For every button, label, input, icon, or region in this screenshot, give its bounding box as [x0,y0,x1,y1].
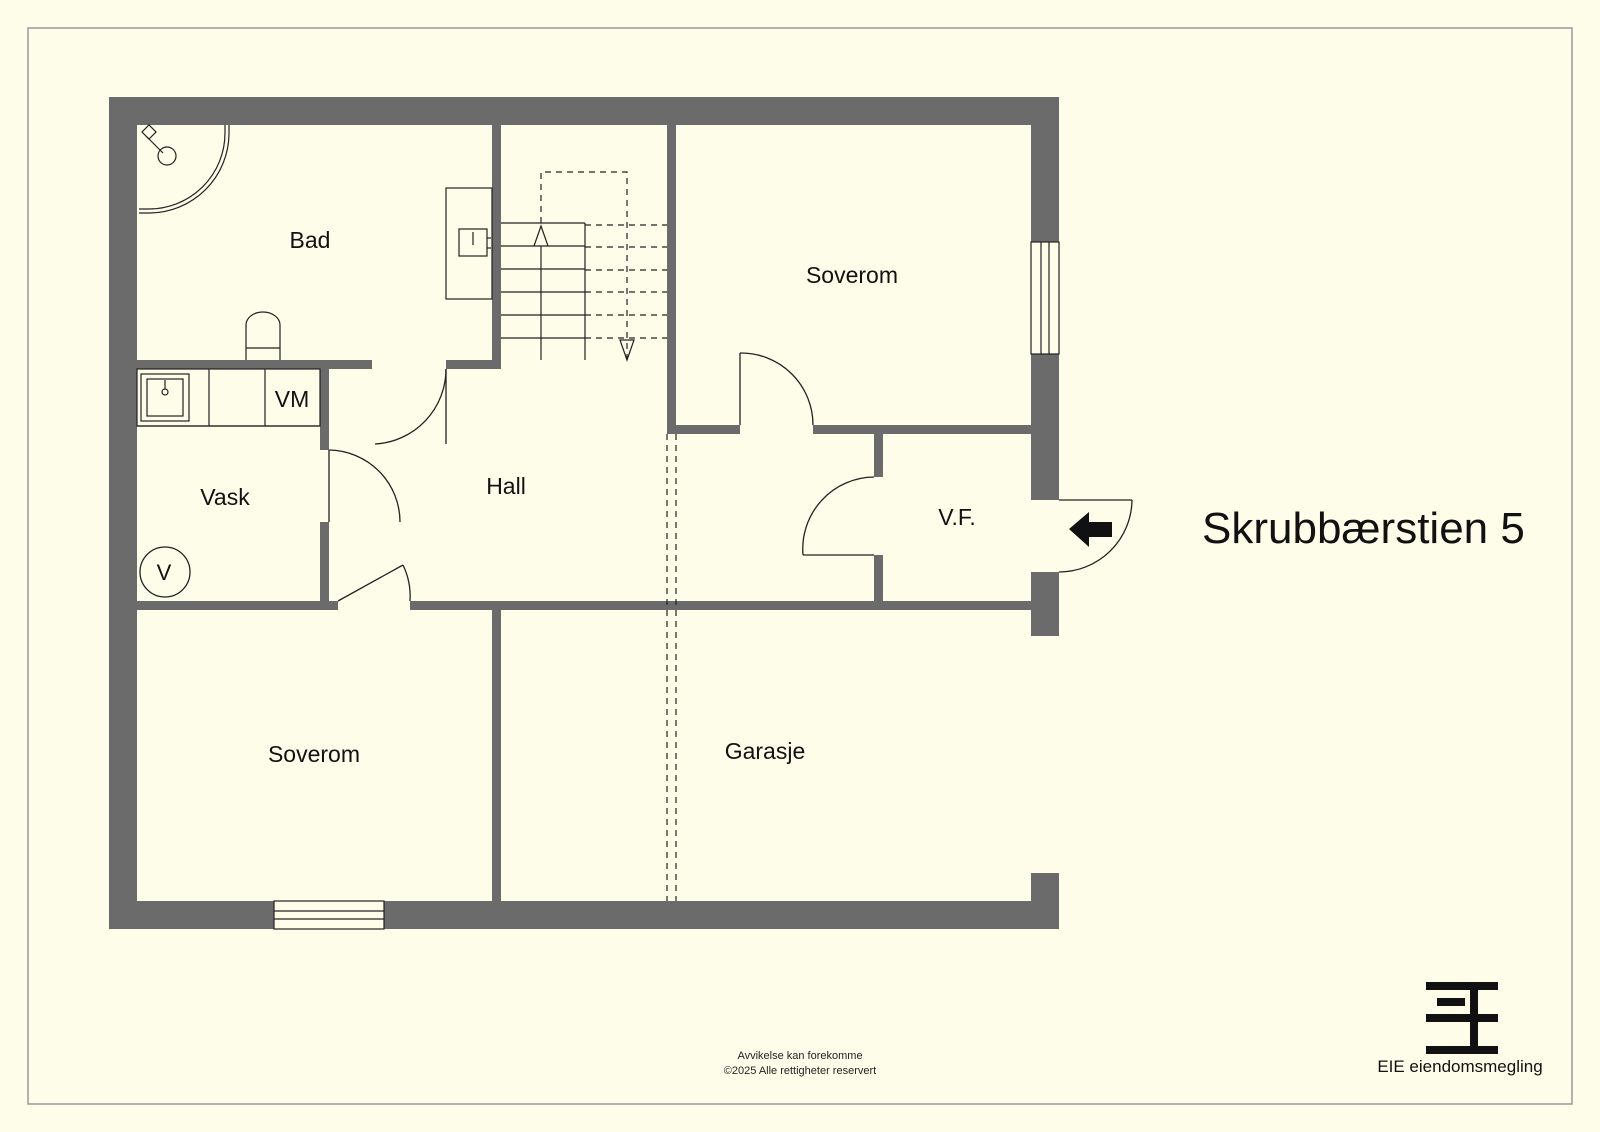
room-label-vf: V.F. [938,504,976,530]
page-frame [27,27,1573,1105]
brand-name: EIE eiendomsmegling [1377,1057,1543,1076]
window-right [1030,241,1060,355]
room-label-bad: Bad [290,227,331,253]
toilet [245,311,281,360]
room-label-garasje: Garasje [725,738,806,764]
room-label-vm: VM [275,386,310,412]
room-label-vask: Vask [200,484,250,510]
bathroom-sink [445,187,493,300]
staircase-upper-dashed [540,171,677,901]
eie-logo-icon [1426,982,1498,1054]
interior-walls [137,125,1031,901]
entrance-door[interactable] [1058,499,1133,573]
window-bottom [273,900,385,930]
outer-walls [109,97,1059,929]
stairs-down-arrow-icon [619,339,635,362]
room-label-soverom-bottom: Soverom [268,741,360,767]
disclaimer-line-2: ©2025 Alle rettigheter reservert [723,1065,877,1077]
water-heater-icon [139,546,191,598]
room-label-v: V [157,560,172,585]
disclaimer-line-1: Avvikelse kan forekomme [737,1050,863,1062]
room-label-soverom-top: Soverom [806,262,898,288]
property-title: Skrubbærstien 5 [1202,504,1525,553]
shower [139,124,230,214]
doors [328,352,875,602]
staircase [501,222,586,360]
entrance-arrow-icon [1069,512,1112,547]
room-label-hall: Hall [486,473,526,499]
